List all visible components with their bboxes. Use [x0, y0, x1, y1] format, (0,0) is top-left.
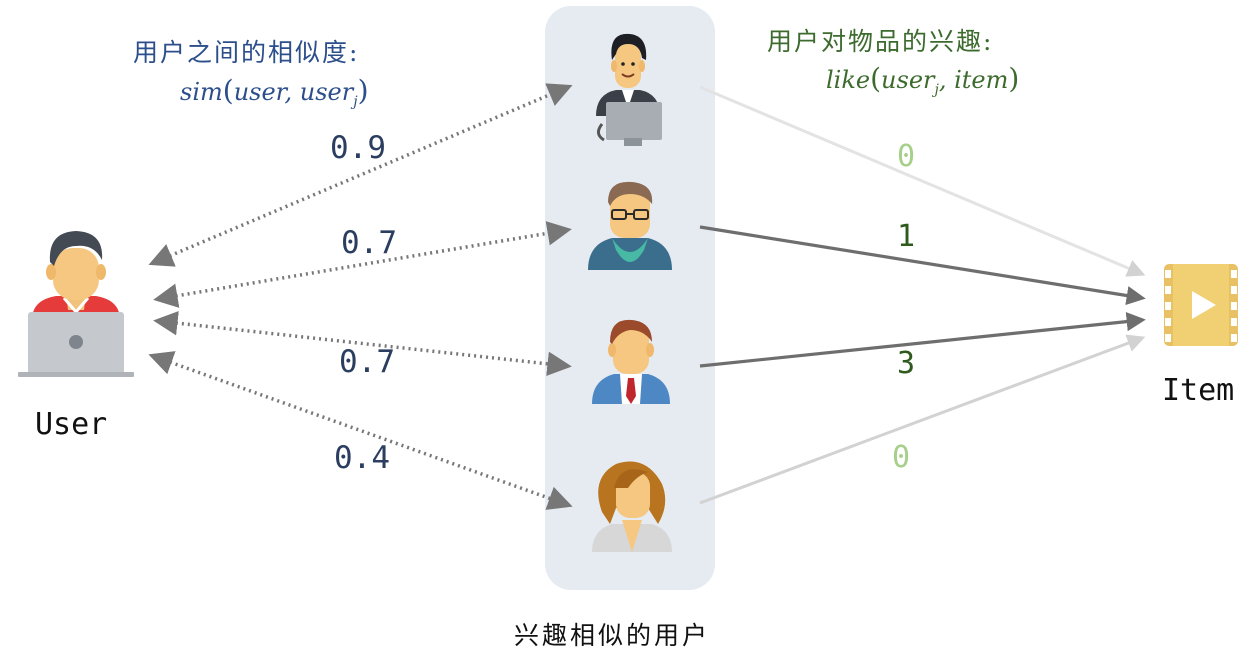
interest-score: 3	[897, 346, 916, 381]
interest-edge	[699, 225, 1146, 306]
woman-icon	[592, 461, 672, 552]
man-tie-icon	[592, 319, 670, 404]
formula-subscript: j	[934, 81, 939, 98]
formula-open-paren: (	[222, 74, 234, 107]
businessman-laptop-icon	[596, 33, 662, 146]
user-laptop-icon	[18, 231, 134, 377]
group-label: 兴趣相似的用户	[514, 621, 711, 650]
video-file-icon	[1164, 264, 1238, 346]
similarity-weight: 0.9	[330, 130, 386, 166]
man-glasses-icon	[588, 181, 672, 270]
formula-arg1: user	[233, 78, 285, 106]
interest-formula: like(userj, item)	[826, 62, 1020, 98]
formula-close-paren: )	[1008, 62, 1020, 95]
formula-open-paren: (	[870, 62, 882, 95]
similarity-weight: 0.7	[341, 225, 397, 261]
similarity-formula: sim(user, userj)	[180, 74, 369, 110]
similarity-title: 用户之间的相似度:	[133, 38, 360, 67]
interest-edge	[699, 334, 1146, 505]
formula-fn: sim	[180, 78, 223, 106]
similarity-weight: 0.4	[334, 440, 390, 476]
interest-edge	[699, 85, 1146, 277]
formula-arg2: user	[299, 78, 354, 106]
interest-title: 用户对物品的兴趣:	[767, 27, 994, 56]
formula-close-paren: )	[357, 74, 369, 107]
similarity-weight: 0.7	[339, 344, 395, 380]
formula-subscript: j	[353, 93, 358, 110]
interest-edge	[699, 312, 1146, 368]
similarity-edge	[148, 351, 573, 510]
formula-arg1: user	[881, 66, 935, 94]
interest-score: 0	[892, 440, 911, 475]
item-label: Item	[1162, 373, 1235, 408]
user-label: User	[35, 407, 108, 442]
interest-score: 1	[897, 219, 916, 254]
interest-score: 0	[897, 139, 916, 174]
formula-arg2: item	[954, 66, 1009, 94]
formula-fn: like	[826, 66, 871, 94]
